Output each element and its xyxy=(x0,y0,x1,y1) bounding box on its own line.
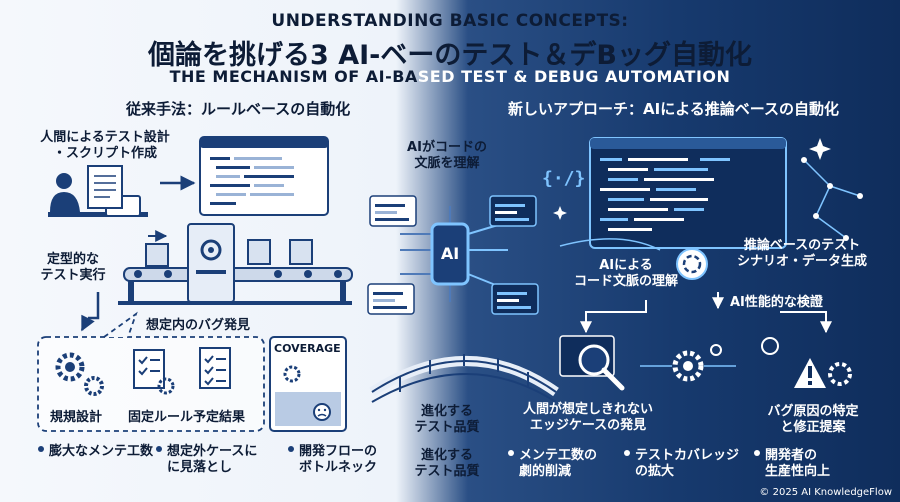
warning-bulb-icon xyxy=(761,337,852,388)
ai-chip-label: AI xyxy=(440,244,460,263)
right-heading: 新しいアプローチ：AIによる推論ベースの自動化 xyxy=(508,100,839,118)
constellation-network-icon xyxy=(553,138,863,241)
title-sub: THE MECHANISM OF AI-BASED TEST & DEBUG A… xyxy=(0,67,900,86)
label-bug-fix-suggestion: バグ原因の特定 と修正提案 xyxy=(767,404,859,435)
title-sub-part-b: SED TEST & DEBUG AUTOMATION xyxy=(417,67,731,86)
label-ai-code-understanding: AIによる コード文脈の理解 xyxy=(573,258,678,289)
gear-network-icon xyxy=(640,344,736,382)
arrow-to-edge xyxy=(580,300,647,334)
test-machine-icon xyxy=(187,223,235,303)
script-window xyxy=(199,136,329,216)
label-edge-case-discovery: 人間が想定しきれない エッジケースの発見 xyxy=(522,402,653,433)
label-fixed-execution: 定型的な テスト実行 xyxy=(40,252,106,283)
title-sub-part-a: THE MECHANISM OF AI-BA xyxy=(169,67,418,86)
svg-text:{·/}: {·/} xyxy=(542,168,585,189)
checklist-icon xyxy=(133,349,175,395)
right-bullet-1: メンテ工数の 劇的削減 xyxy=(508,448,597,480)
code-snippet-windows xyxy=(367,195,539,315)
ai-chip-circuit xyxy=(400,206,509,302)
test-document-icon xyxy=(87,165,123,209)
label-ai-understands-context: AIがコードの 文脈を理解 xyxy=(407,140,487,171)
gears-icon xyxy=(55,352,104,396)
arrow-to-bugfix xyxy=(780,311,832,334)
left-heading: 従来手法：ルールベースの自動化 xyxy=(126,100,351,118)
flow-line-1 xyxy=(559,238,661,251)
conveyor-belt-icon xyxy=(118,267,353,305)
ai-swirl-icon xyxy=(676,248,708,280)
label-fixed-rule: 固定ルール予定結果 xyxy=(128,410,246,425)
left-bullet-3: 開発フローの ボトルネック xyxy=(288,444,377,476)
left-bullet-2: 想定外ケースに に見落とし xyxy=(156,444,257,476)
label-scenario-generation: 推論ベースのテスト シナリオ・データ生成 xyxy=(736,238,867,269)
label-coverage: COVERAGE xyxy=(274,342,341,355)
page-title: 個論を挑げる3 AI-ベーのテスト＆デBッグ自動化 xyxy=(148,40,752,71)
right-bullet-3: 開発者の 生産性向上 xyxy=(754,448,830,480)
product-box-icons xyxy=(145,230,313,267)
label-evolving-quality-1: 進化する テスト品質 xyxy=(414,404,480,435)
label-manual-design: 人間によるテスト設計 ・スクリプト作成 xyxy=(40,130,170,161)
ai-code-window xyxy=(589,137,787,249)
arrow-to-results xyxy=(88,292,100,320)
right-bullet-2: テストカバレッジ の拡大 xyxy=(624,448,739,480)
title-top: UNDERSTANDING BASIC CONCEPTS: xyxy=(271,11,629,31)
code-brackets-icon: {·/} xyxy=(542,168,585,189)
copyright-notice: © 2025 AI KnowledgeFlow xyxy=(759,487,892,498)
label-expected-bug: 想定内のバグ発見 xyxy=(146,318,251,333)
coverage-panel xyxy=(269,336,347,432)
label-ai-verification: AI性能的な検證 xyxy=(730,295,823,310)
left-bullet-1: 膨大なメンテ工数 xyxy=(38,444,153,460)
label-evolving-quality-2: 進化する テスト品質 xyxy=(414,448,480,479)
bridge-icon xyxy=(369,354,559,403)
magnifier-icon xyxy=(559,335,625,391)
result-list-icon xyxy=(199,347,231,389)
label-rule-design: 規規設計 xyxy=(50,410,103,425)
